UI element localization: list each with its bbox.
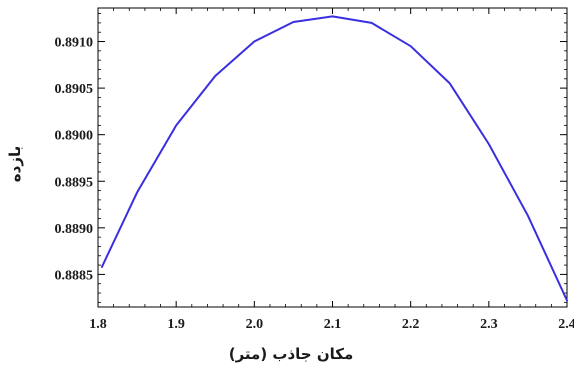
x-tick-label: 1.8 [89, 317, 107, 332]
x-tick-label: 2.1 [324, 317, 342, 332]
y-tick-label: 0.8910 [55, 36, 94, 51]
x-ticks: 1.8 1.9 2.0 2.1 2.2 2.3 2.4 [89, 8, 574, 332]
y-tick-label: 0.8890 [55, 222, 94, 237]
x-axis-title: مکان جاذب (متر) [229, 345, 354, 363]
y-tick-label: 0.8885 [55, 268, 94, 283]
y-tick-label: 0.8900 [55, 129, 94, 144]
x-tick-label: 2.2 [402, 317, 420, 332]
y-tick-label: 0.8905 [55, 82, 94, 97]
series-line [100, 15, 568, 302]
y-tick-label: 0.8895 [55, 175, 94, 190]
y-axis-title: بازده [6, 146, 24, 182]
x-tick-label: 2.4 [558, 317, 574, 332]
y-ticks: 0.8885 0.8890 0.8895 0.8900 0.8905 0.8910 [55, 13, 567, 303]
series-layer [100, 15, 568, 302]
x-tick-label: 1.9 [167, 317, 185, 332]
x-tick-label: 2.3 [480, 317, 498, 332]
x-tick-label: 2.0 [246, 317, 264, 332]
